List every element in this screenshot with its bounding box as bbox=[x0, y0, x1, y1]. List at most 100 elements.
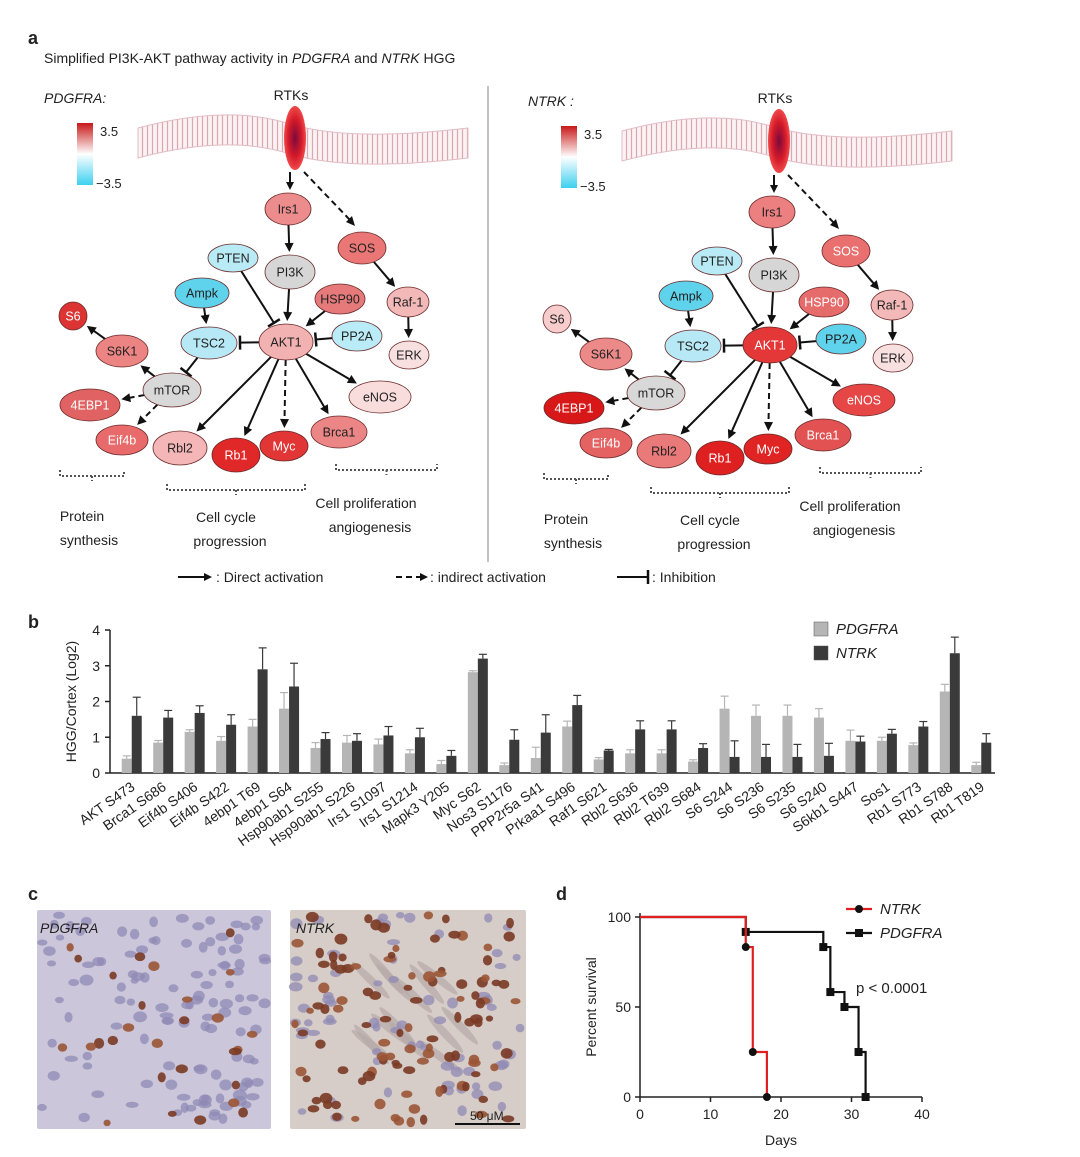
bar-ntrk bbox=[446, 755, 457, 773]
scale-bar-label: 50 μM bbox=[470, 1109, 504, 1123]
nucleus-stained bbox=[370, 919, 382, 931]
node-pi3k bbox=[264, 254, 316, 290]
nucleus-stained bbox=[57, 1043, 68, 1052]
nucleus-stained bbox=[138, 1000, 146, 1010]
node-irs1 bbox=[264, 192, 312, 226]
bar-pdgfra bbox=[121, 758, 132, 773]
bar-ntrk bbox=[414, 737, 425, 773]
nucleus-hematoxylin bbox=[43, 946, 56, 956]
nucleus-hematoxylin bbox=[37, 1103, 47, 1111]
bar-pdgfra bbox=[436, 764, 447, 773]
bar-pdgfra bbox=[404, 753, 415, 773]
node-irs1 bbox=[748, 195, 796, 229]
node-4ebp1 bbox=[543, 391, 605, 425]
legend-swatch-ntrk bbox=[813, 645, 829, 661]
nucleus-hematoxylin bbox=[325, 1014, 335, 1024]
bar-ntrk bbox=[792, 756, 803, 773]
nucleus-stained bbox=[107, 1035, 119, 1046]
nucleus-hematoxylin bbox=[208, 1111, 221, 1121]
nucleus-stained bbox=[403, 1066, 416, 1075]
node-label-s6k1: S6K1 bbox=[591, 348, 622, 362]
nucleus-hematoxylin bbox=[208, 997, 219, 1008]
bar-ntrk bbox=[289, 686, 300, 773]
arrowhead bbox=[770, 185, 778, 193]
nucleus-stained bbox=[319, 1092, 333, 1104]
edge-irs1-pi3k bbox=[771, 227, 775, 250]
bar-ntrk bbox=[698, 747, 709, 773]
nucleus-stained bbox=[225, 928, 235, 938]
nucleus-hematoxylin bbox=[251, 1077, 264, 1087]
node-mtor bbox=[626, 375, 686, 411]
nucleus-stained bbox=[181, 996, 193, 1003]
arrowhead bbox=[767, 314, 777, 325]
nucleus-hematoxylin bbox=[306, 1029, 321, 1036]
stroma-fiber bbox=[369, 953, 404, 994]
node-label-ampk: Ampk bbox=[186, 287, 219, 301]
color-scale-bar bbox=[77, 123, 93, 185]
nucleus-hematoxylin bbox=[159, 1012, 174, 1019]
node-label-brca1: Brca1 bbox=[807, 429, 840, 443]
inhibition-bar bbox=[751, 321, 765, 331]
y-tick-label: 0 bbox=[623, 1089, 631, 1105]
node-rbl2 bbox=[152, 430, 208, 466]
node-rbl2 bbox=[636, 433, 692, 469]
nucleus-hematoxylin bbox=[201, 1013, 215, 1021]
nucleus-stained bbox=[468, 1059, 481, 1068]
stroma-fiber bbox=[417, 961, 458, 995]
node-brca1 bbox=[310, 415, 368, 449]
group-label-cellcycle-1: Cell cycle bbox=[680, 512, 740, 528]
nucleus-hematoxylin bbox=[450, 1066, 463, 1077]
edge-sos-raf1 bbox=[857, 264, 877, 286]
scale-max-label: 3.5 bbox=[100, 124, 118, 139]
y-tick-label: 0 bbox=[92, 765, 100, 781]
nucleus-hematoxylin bbox=[258, 953, 271, 963]
node-erk bbox=[872, 343, 914, 373]
nucleus-hematoxylin bbox=[250, 915, 264, 925]
nucleus-stained bbox=[419, 1114, 428, 1125]
bar-pdgfra bbox=[153, 742, 164, 773]
arrowhead bbox=[804, 407, 813, 418]
node-pten bbox=[207, 243, 259, 273]
nucleus-hematoxylin bbox=[168, 984, 179, 993]
nucleus-hematoxylin bbox=[155, 1003, 169, 1013]
group-label-prolif-2: angiogenesis bbox=[813, 522, 896, 538]
nucleus-hematoxylin bbox=[373, 980, 383, 987]
nucleus-hematoxylin bbox=[486, 1003, 497, 1011]
nucleus-stained bbox=[307, 1105, 320, 1113]
panel-b-letter: b bbox=[28, 612, 39, 632]
survival-point-pdgfra bbox=[826, 988, 835, 997]
nucleus-hematoxylin bbox=[181, 1001, 193, 1010]
node-label-s6k1: S6K1 bbox=[107, 345, 138, 359]
nucleus-hematoxylin bbox=[488, 1081, 503, 1092]
nucleus-stained bbox=[408, 972, 416, 980]
node-label-mtor: mTOR bbox=[638, 387, 675, 401]
bar-ntrk bbox=[603, 750, 614, 773]
stroma-fiber bbox=[393, 976, 433, 1013]
node-raf1 bbox=[870, 289, 914, 321]
nucleus-stained bbox=[93, 1037, 105, 1049]
y-tick-label: 50 bbox=[615, 999, 631, 1015]
nucleus-stained bbox=[408, 1104, 421, 1114]
nucleus-stained bbox=[66, 943, 74, 952]
bar-pdgfra bbox=[216, 740, 227, 773]
bar-ntrk bbox=[509, 739, 520, 773]
nucleus-stained bbox=[328, 951, 338, 963]
nucleus-hematoxylin bbox=[91, 1090, 105, 1099]
y-tick-label: 100 bbox=[608, 909, 632, 925]
bracket-cell-cycle bbox=[650, 487, 790, 498]
arrowhead bbox=[789, 320, 800, 330]
edge-akt1-rbl2 bbox=[684, 359, 756, 431]
title-part: Simplified PI3K-AKT pathway activity in bbox=[44, 50, 292, 66]
arrowhead bbox=[196, 421, 207, 432]
arrowhead bbox=[140, 365, 151, 375]
nucleus-stained bbox=[151, 1038, 163, 1049]
bar-ntrk bbox=[572, 705, 583, 773]
group-label-protein-1: Protein bbox=[60, 508, 104, 524]
diagram-label: PDGFRA: bbox=[44, 90, 106, 106]
arrowhead bbox=[605, 396, 615, 406]
inhibition-bar bbox=[267, 318, 281, 328]
edge-rtk-sos bbox=[303, 171, 351, 221]
nucleus-stained bbox=[390, 1113, 401, 1122]
bar-ntrk bbox=[131, 715, 142, 773]
bar-pdgfra bbox=[341, 742, 352, 773]
